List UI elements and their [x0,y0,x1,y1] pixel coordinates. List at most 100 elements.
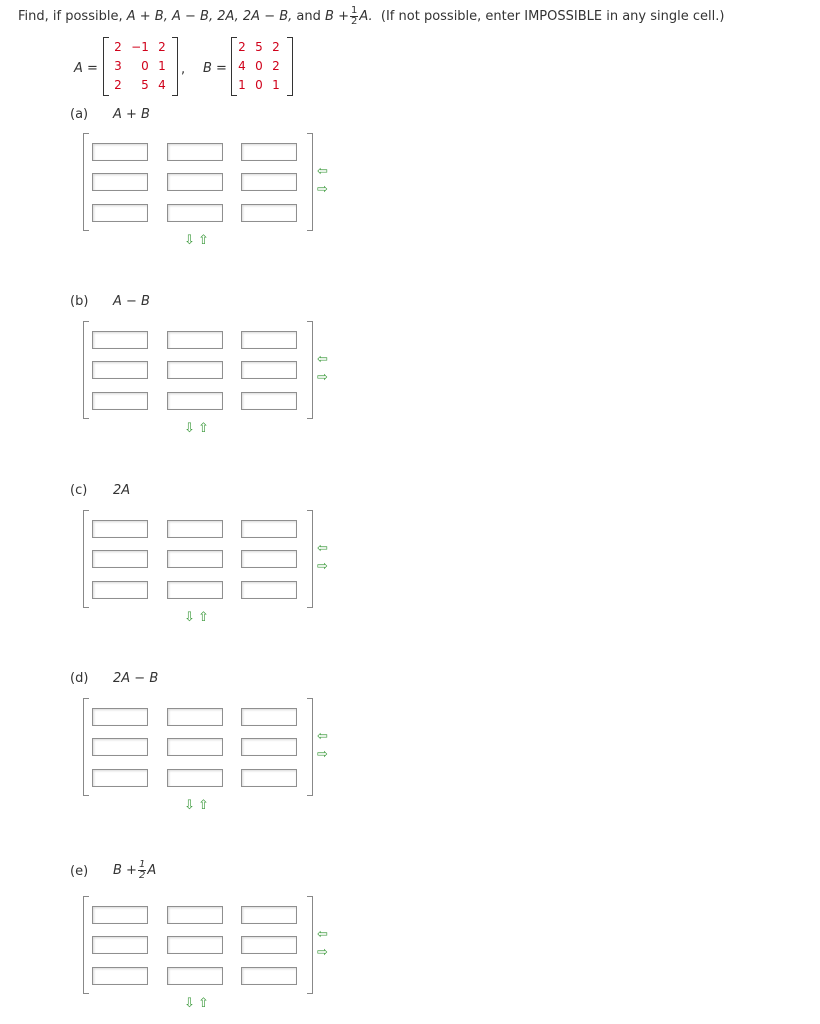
right-bracket [172,37,178,96]
answer-cell-c-r1c2[interactable] [167,520,223,538]
matrix-a-cell: 0 [141,59,149,73]
answer-cell-c-r3c1[interactable] [92,581,148,599]
answer-cell-d-r3c1[interactable] [92,769,148,787]
answer-cell-e-r3c2[interactable] [167,967,223,985]
add-column-arrow-icon[interactable]: ⇨ [317,182,328,197]
remove-column-arrow-icon[interactable]: ⇦ [317,352,328,367]
answer-cell-e-r2c2[interactable] [167,936,223,954]
answer-cell-c-r3c3[interactable] [241,581,297,599]
remove-column-arrow-icon[interactable]: ⇦ [317,927,328,942]
answer-cell-a-r2c1[interactable] [92,173,148,191]
answer-cell-e-r3c1[interactable] [92,967,148,985]
matrix-a: 2 −1 2 3 0 1 2 5 4 [103,37,178,96]
answer-cell-d-r3c2[interactable] [167,769,223,787]
answer-cell-b-r3c1[interactable] [92,392,148,410]
left-bracket [231,37,237,96]
matrix-b-cell: 1 [272,78,280,92]
answer-cell-e-r1c3[interactable] [241,906,297,924]
add-column-arrow-icon[interactable]: ⇨ [317,559,328,574]
remove-column-arrow-icon[interactable]: ⇦ [317,541,328,556]
part-e-expr-a: A [147,863,157,878]
answer-matrix-c [83,510,313,608]
answer-cell-b-r1c2[interactable] [167,331,223,349]
answer-cell-b-r2c3[interactable] [241,361,297,379]
remove-column-arrow-icon[interactable]: ⇦ [317,729,328,744]
right-bracket [287,37,293,96]
add-row-arrow-icon[interactable]: ⇩ [184,421,195,436]
add-row-arrow-icon[interactable]: ⇩ [184,798,195,813]
answer-cell-c-r1c1[interactable] [92,520,148,538]
expr-a-plus-b: A + B, [126,9,168,24]
add-column-arrow-icon[interactable]: ⇨ [317,370,328,385]
matrix-b-cell: 2 [272,40,280,54]
matrix-a-cell: 2 [114,78,122,92]
add-row-arrow-icon[interactable]: ⇩ [184,610,195,625]
remove-row-arrow-icon[interactable]: ⇧ [198,421,209,436]
answer-cell-d-r2c2[interactable] [167,738,223,756]
left-bracket [83,133,89,231]
answer-cell-b-r3c2[interactable] [167,392,223,410]
part-b-label: (b) [70,294,89,309]
part-c-label: (c) [70,483,88,498]
answer-cell-e-r1c1[interactable] [92,906,148,924]
answer-cell-b-r2c2[interactable] [167,361,223,379]
matrix-b-cell: 0 [255,78,263,92]
answer-cell-a-r3c2[interactable] [167,204,223,222]
answer-cell-d-r2c3[interactable] [241,738,297,756]
add-column-arrow-icon[interactable]: ⇨ [317,945,328,960]
remove-row-arrow-icon[interactable]: ⇧ [198,233,209,248]
matrix-a-cell: 4 [158,78,166,92]
answer-cell-c-r1c3[interactable] [241,520,297,538]
matrix-a-cell: 5 [141,78,149,92]
answer-cell-d-r1c2[interactable] [167,708,223,726]
remove-row-arrow-icon[interactable]: ⇧ [198,610,209,625]
answer-cell-b-r2c1[interactable] [92,361,148,379]
matrix-a-cell: 2 [114,40,122,54]
answer-cell-c-r2c2[interactable] [167,550,223,568]
answer-cell-e-r3c3[interactable] [241,967,297,985]
matrix-b-cell: 1 [238,78,246,92]
left-bracket [103,37,109,96]
answer-cell-a-r2c2[interactable] [167,173,223,191]
answer-cell-a-r1c1[interactable] [92,143,148,161]
answer-cell-e-r1c2[interactable] [167,906,223,924]
fraction-numerator: 1 [349,5,359,17]
answer-cell-a-r1c2[interactable] [167,143,223,161]
matrix-a-cell: 3 [114,59,122,73]
answer-cell-d-r2c1[interactable] [92,738,148,756]
answer-cell-c-r2c3[interactable] [241,550,297,568]
add-column-arrow-icon[interactable]: ⇨ [317,747,328,762]
answer-cell-d-r1c3[interactable] [241,708,297,726]
answer-cell-c-r2c1[interactable] [92,550,148,568]
answer-cell-c-r3c2[interactable] [167,581,223,599]
right-bracket [307,133,313,231]
answer-cell-d-r3c3[interactable] [241,769,297,787]
expr-a-minus-b: A − B, [171,9,214,24]
add-row-arrow-icon[interactable]: ⇩ [184,996,195,1011]
remove-row-arrow-icon[interactable]: ⇧ [198,798,209,813]
part-c-expr: 2A [113,483,131,498]
answer-cell-a-r3c3[interactable] [241,204,297,222]
answer-cell-b-r1c1[interactable] [92,331,148,349]
answer-cell-a-r3c1[interactable] [92,204,148,222]
matrix-b-cell: 2 [272,59,280,73]
and-word: and [296,9,321,24]
matrix-a-cell: 1 [158,59,166,73]
matrix-a-cell: −1 [131,40,149,54]
answer-cell-a-r2c3[interactable] [241,173,297,191]
remove-column-arrow-icon[interactable]: ⇦ [317,164,328,179]
part-e-label: (e) [70,864,89,879]
remove-row-arrow-icon[interactable]: ⇧ [198,996,209,1011]
answer-cell-b-r3c3[interactable] [241,392,297,410]
answer-cell-a-r1c3[interactable] [241,143,297,161]
answer-cell-e-r2c3[interactable] [241,936,297,954]
answer-cell-b-r1c3[interactable] [241,331,297,349]
fraction-numerator: 1 [137,859,147,871]
answer-cell-e-r2c1[interactable] [92,936,148,954]
expr-a-end: A. [359,9,373,24]
add-row-arrow-icon[interactable]: ⇩ [184,233,195,248]
answer-cell-d-r1c1[interactable] [92,708,148,726]
answer-matrix-b [83,321,313,419]
